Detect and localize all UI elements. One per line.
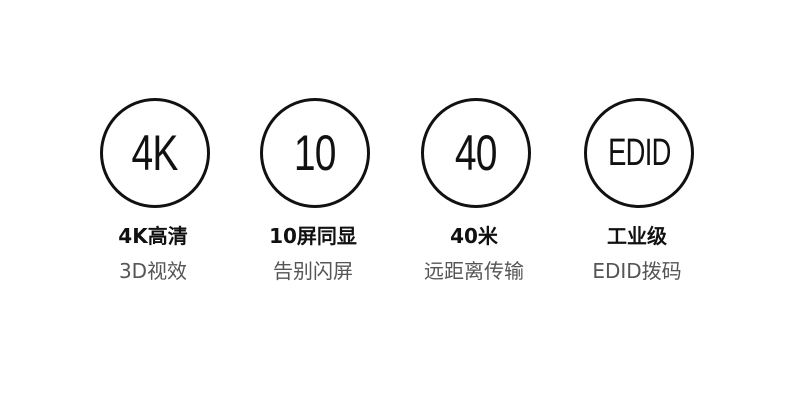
feature-title: 10屏同显 bbox=[269, 224, 357, 248]
feature-title: 工业级 bbox=[607, 224, 667, 248]
feature-badge-circle: EDID bbox=[584, 98, 694, 208]
feature-badge-text: 40 bbox=[455, 125, 498, 181]
feature-badge-text: 10 bbox=[294, 125, 337, 181]
feature-badge-circle: 40 bbox=[421, 98, 531, 208]
feature-badge-circle: 4K bbox=[100, 98, 210, 208]
feature-badge-circle: 10 bbox=[260, 98, 370, 208]
feature-badge-text: EDID bbox=[607, 132, 671, 174]
feature-subtitle: 3D视效 bbox=[118, 259, 188, 283]
feature-10-screens: 10 10屏同显 告别闪屏 bbox=[233, 96, 393, 296]
feature-edid: EDID 工业级 EDID拨码 bbox=[557, 96, 717, 296]
feature-title: 4K高清 bbox=[118, 224, 188, 248]
feature-subtitle: EDID拨码 bbox=[592, 259, 682, 283]
feature-subtitle: 远距离传输 bbox=[424, 259, 524, 283]
feature-list: 4K 4K高清 3D视效 10 10屏同显 告别闪屏 40 40米 远距离传输 … bbox=[0, 96, 790, 296]
feature-subtitle: 告别闪屏 bbox=[273, 259, 353, 283]
feature-title: 40米 bbox=[450, 224, 498, 248]
feature-40m: 40 40米 远距离传输 bbox=[394, 96, 554, 296]
feature-4k: 4K 4K高清 3D视效 bbox=[73, 96, 233, 296]
feature-badge-text: 4K bbox=[131, 125, 179, 181]
